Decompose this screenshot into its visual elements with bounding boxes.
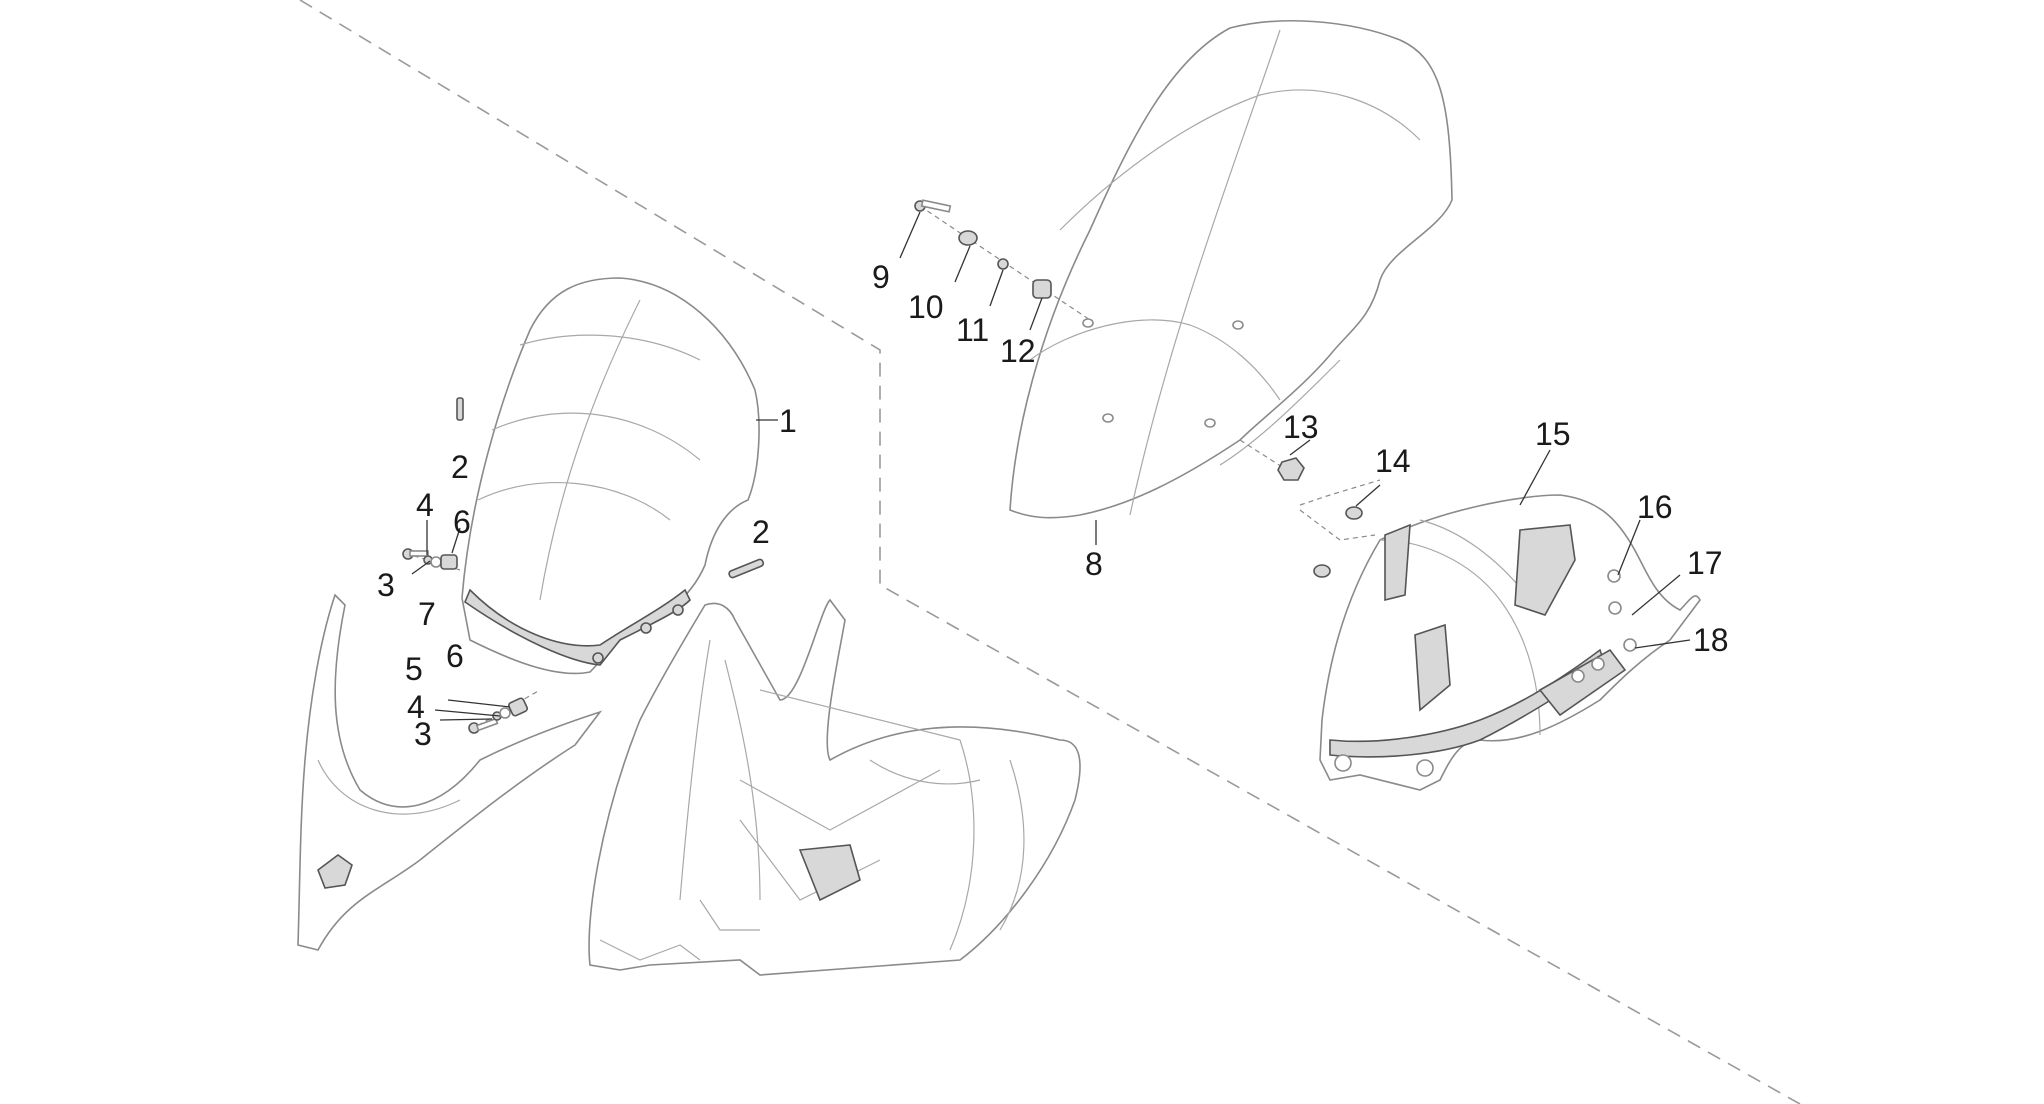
callout-12: 12 bbox=[1000, 333, 1036, 369]
front-shield-structure bbox=[588, 598, 1081, 976]
front-fairing-trim bbox=[297, 593, 603, 951]
callout-6-upper: 6 bbox=[453, 504, 471, 540]
callout-4-lower: 4 bbox=[407, 689, 425, 725]
callout-3-upper: 3 bbox=[377, 567, 395, 603]
callout-4-upper: 4 bbox=[416, 487, 434, 523]
windshield-fastener-chain bbox=[914, 199, 1091, 321]
leader-lines bbox=[411, 211, 1691, 721]
callout-9: 9 bbox=[872, 259, 890, 295]
callout-8: 8 bbox=[1085, 546, 1103, 582]
callout-11: 11 bbox=[956, 312, 989, 348]
section-divider-line bbox=[299, 0, 1801, 1104]
small-windshield bbox=[461, 277, 760, 675]
lower-fastener-set bbox=[468, 689, 541, 734]
pin-part-2-upper bbox=[456, 397, 464, 421]
callout-labels: 1 2 2 3 3 4 4 5 6 6 7 8 9 10 11 12 13 14… bbox=[377, 259, 1729, 752]
callout-14: 14 bbox=[1375, 443, 1411, 479]
callout-10: 10 bbox=[908, 289, 944, 325]
callout-15: 15 bbox=[1535, 416, 1571, 452]
callout-16: 16 bbox=[1637, 489, 1673, 525]
windshield-support-bracket bbox=[1319, 494, 1701, 791]
nut-and-clip-group bbox=[1239, 439, 1381, 578]
callout-17: 17 bbox=[1687, 545, 1723, 581]
large-windshield bbox=[1009, 20, 1453, 519]
callout-1: 1 bbox=[779, 403, 797, 439]
upper-fastener-set bbox=[402, 548, 461, 571]
callout-6-lower: 6 bbox=[446, 638, 464, 674]
callout-7: 7 bbox=[418, 596, 436, 632]
callout-2-lower: 2 bbox=[752, 514, 770, 550]
callout-5: 5 bbox=[405, 651, 423, 687]
callout-3-lower: 3 bbox=[414, 716, 432, 752]
callout-2-upper: 2 bbox=[451, 449, 469, 485]
callout-18: 18 bbox=[1693, 622, 1729, 658]
callout-13: 13 bbox=[1283, 409, 1319, 445]
pin-part-2-lower bbox=[728, 558, 765, 579]
